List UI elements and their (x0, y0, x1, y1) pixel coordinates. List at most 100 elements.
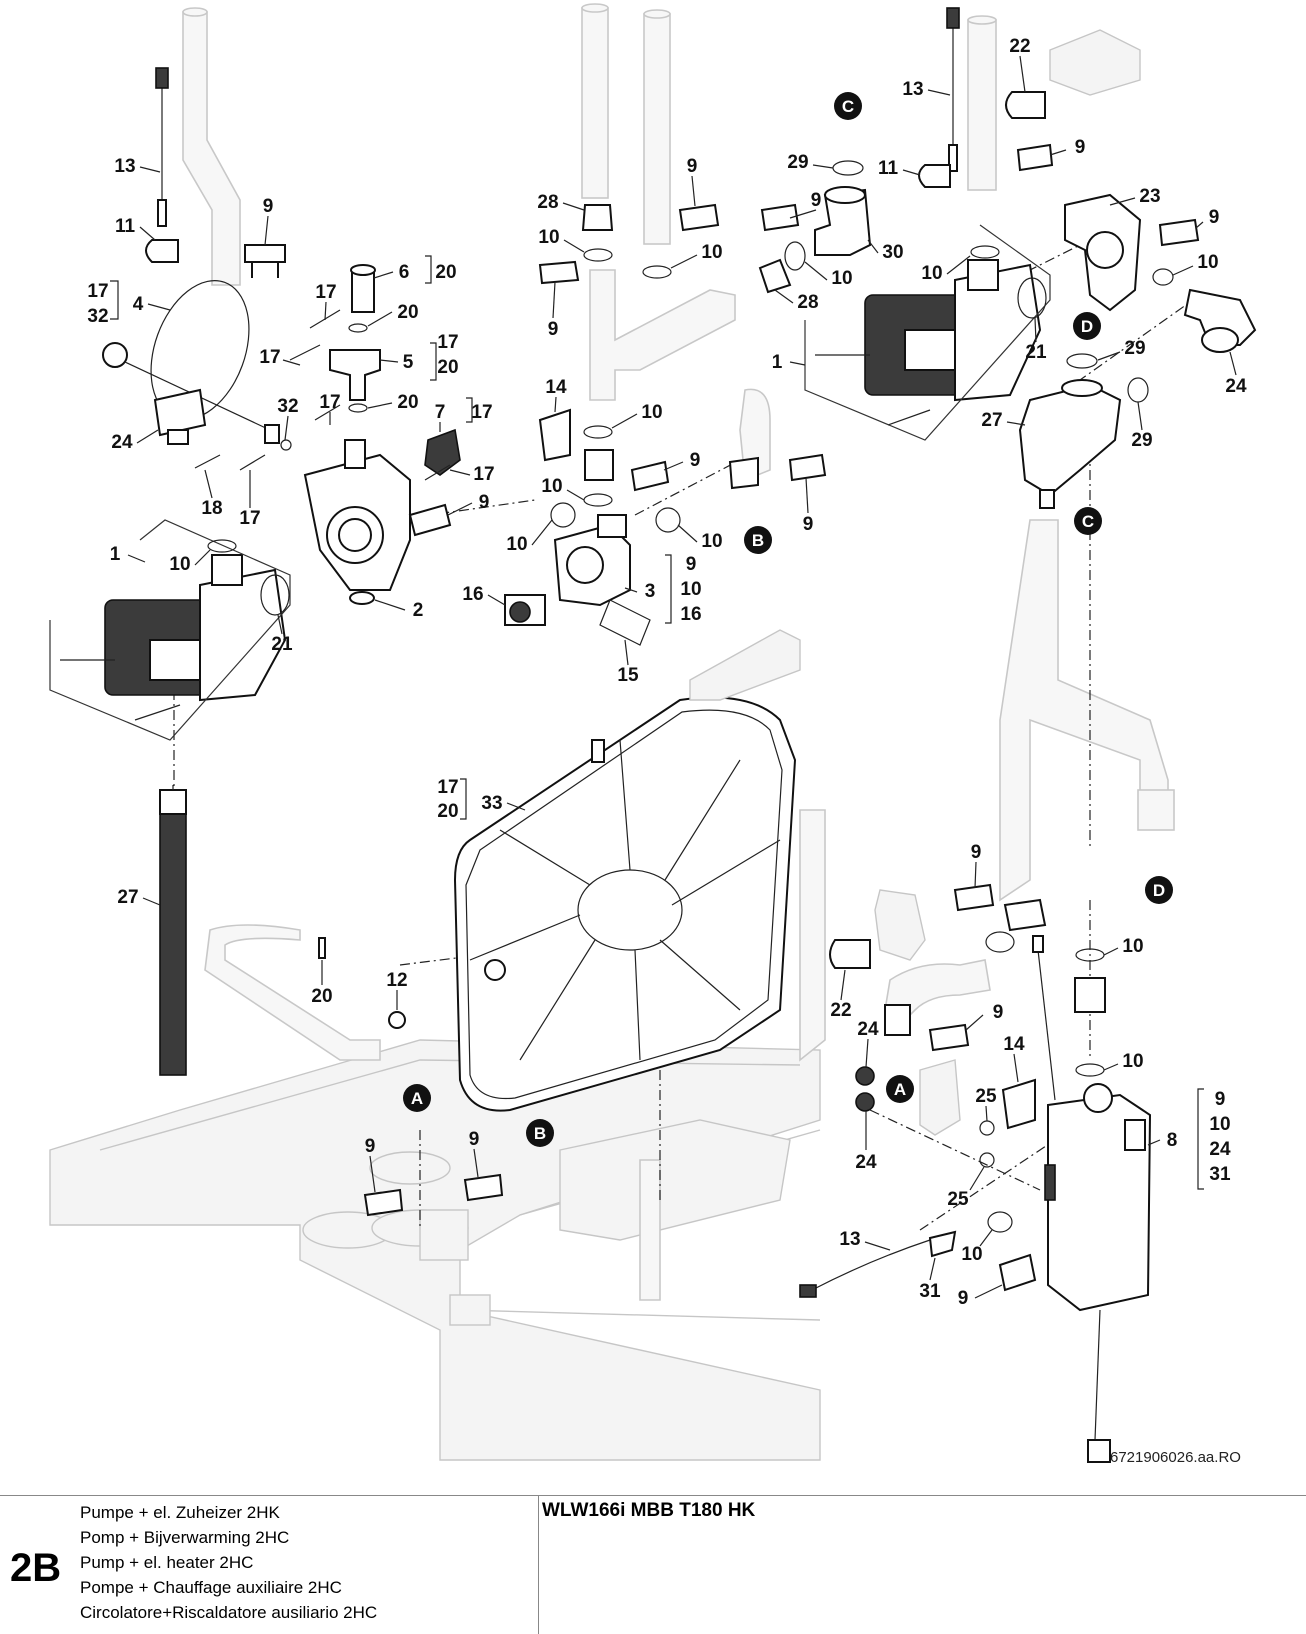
valve-27-right (1018, 379, 1122, 509)
callout-17: 17 (239, 508, 260, 529)
callout-17: 17 (471, 402, 492, 423)
callout-20: 20 (437, 801, 458, 822)
callout-10: 10 (541, 476, 562, 497)
coupling-center (584, 449, 614, 481)
callout-28: 29 (1131, 430, 1152, 451)
supply-pipe-right (967, 15, 997, 191)
callout-1: 1 (772, 352, 783, 373)
vessel-bracket (689, 629, 801, 701)
figure-code: 2B (10, 1546, 62, 1590)
sensor-13-lower (799, 1230, 957, 1298)
callout-21: 21 (271, 634, 293, 655)
callout-10: 10 (701, 531, 722, 552)
exploded-parts-diagram: C C D D B B A A 13 11 9 17 32 4 (49, 3, 1257, 1466)
callout-12: 11 (878, 158, 899, 179)
group-brackets (110, 255, 1204, 1190)
clip-15 (599, 599, 651, 646)
legend-footer: 2B Pumpe + el. Zuheizer 2HK Pomp + Bijve… (0, 1495, 1306, 1634)
connection-pipe-left (204, 924, 381, 1061)
o-ring-11 (388, 1011, 406, 1029)
callout-20: 20 (311, 986, 332, 1007)
marker-c-top-label: C (842, 97, 854, 116)
callout-9: 9 (993, 1002, 1004, 1023)
callout-17: 17 (315, 282, 336, 303)
fittings-23 (855, 1066, 875, 1112)
callout-22: 22 (1009, 36, 1030, 57)
washers-24 (979, 1120, 995, 1168)
o-ring-28-top (832, 160, 864, 176)
callout-10: 10 (921, 263, 942, 284)
o-rings-20-32-left (264, 323, 368, 451)
return-pipe-right (999, 519, 1175, 902)
elbow-30 (814, 186, 872, 256)
part-7 (424, 428, 461, 476)
callout-25: 23 (1139, 186, 1160, 207)
description-de: Pumpe + el. Zuheizer 2HK (80, 1503, 280, 1522)
supply-pipe-left (182, 7, 241, 286)
callout-9: 9 (803, 514, 814, 535)
return-pipe-center (639, 809, 826, 1301)
callout-24: 25 (947, 1189, 969, 1210)
callout-10: 10 (680, 579, 701, 600)
callout-31: 31 (919, 1281, 941, 1302)
callout-3: 3 (645, 581, 656, 602)
valve-block-left (303, 439, 411, 605)
callout-10: 10 (506, 534, 527, 555)
marker-c-top: C (834, 92, 862, 120)
motor-16 (504, 594, 546, 626)
marker-b-top-label: B (752, 531, 764, 550)
callout-17: 17 (473, 464, 494, 485)
callout-16: 16 (680, 604, 701, 625)
marker-c-bottom-label: C (1082, 512, 1094, 531)
marker-b-top: B (744, 526, 772, 554)
pump-left (60, 554, 287, 721)
callout-10: 10 (1209, 1114, 1230, 1135)
callout-26: 24 (1225, 376, 1247, 397)
model-name: WLW166i MBB T180 HK (542, 1500, 756, 1521)
clip-22-top (1005, 91, 1046, 119)
bracket-22-lower (829, 889, 926, 969)
marker-a-left: A (403, 1084, 431, 1112)
hose-27 (159, 785, 187, 1076)
pump-right (815, 259, 1042, 426)
image-reference: 6721906026.aa.RO (1110, 1449, 1241, 1466)
callout-9: 9 (811, 190, 822, 211)
cable-heater-lead (1032, 935, 1056, 1101)
callout-9: 9 (971, 842, 982, 863)
callout-10: 10 (1197, 252, 1218, 273)
bracket-top-right (1049, 29, 1141, 96)
callout-23: 24 (857, 1019, 879, 1040)
marker-d-top: D (1073, 312, 1101, 340)
callout-9: 9 (263, 196, 274, 217)
assembly-box-right (804, 224, 1051, 441)
o-ring-10-lower (987, 1211, 1013, 1233)
callout-9: 9 (1209, 207, 1220, 228)
clips-9-right (760, 143, 1200, 247)
callout-26: 24 (111, 432, 133, 453)
fitting-29-right (758, 258, 792, 294)
callout-32: 32 (277, 396, 298, 417)
callout-10: 10 (961, 1244, 982, 1265)
heater-8 (1044, 1083, 1152, 1463)
o-rings-10-center (583, 248, 672, 507)
callout-17: 17 (259, 347, 280, 368)
callout-4: 4 (133, 294, 144, 315)
callout-17: 17 (437, 777, 458, 798)
callout-6: 6 (399, 262, 410, 283)
marker-d-top-label: D (1081, 317, 1093, 336)
callout-10: 10 (538, 227, 559, 248)
sensor-13-right (946, 7, 960, 172)
callout-20: 20 (437, 357, 458, 378)
callout-13: 13 (839, 1229, 860, 1250)
marker-c-bottom: C (1074, 507, 1102, 535)
callout-10: 10 (169, 554, 190, 575)
callout-33: 33 (481, 793, 502, 814)
marker-d-bottom-label: D (1153, 881, 1165, 900)
callout-15: 15 (617, 665, 639, 686)
callout-13: 13 (114, 156, 135, 177)
callout-20: 20 (397, 302, 418, 323)
o-ring-21-left (260, 574, 290, 616)
callout-11: 12 (386, 970, 407, 991)
description-en: Pump + el. heater 2HC (80, 1553, 254, 1572)
clips-9-lower (363, 883, 1037, 1292)
